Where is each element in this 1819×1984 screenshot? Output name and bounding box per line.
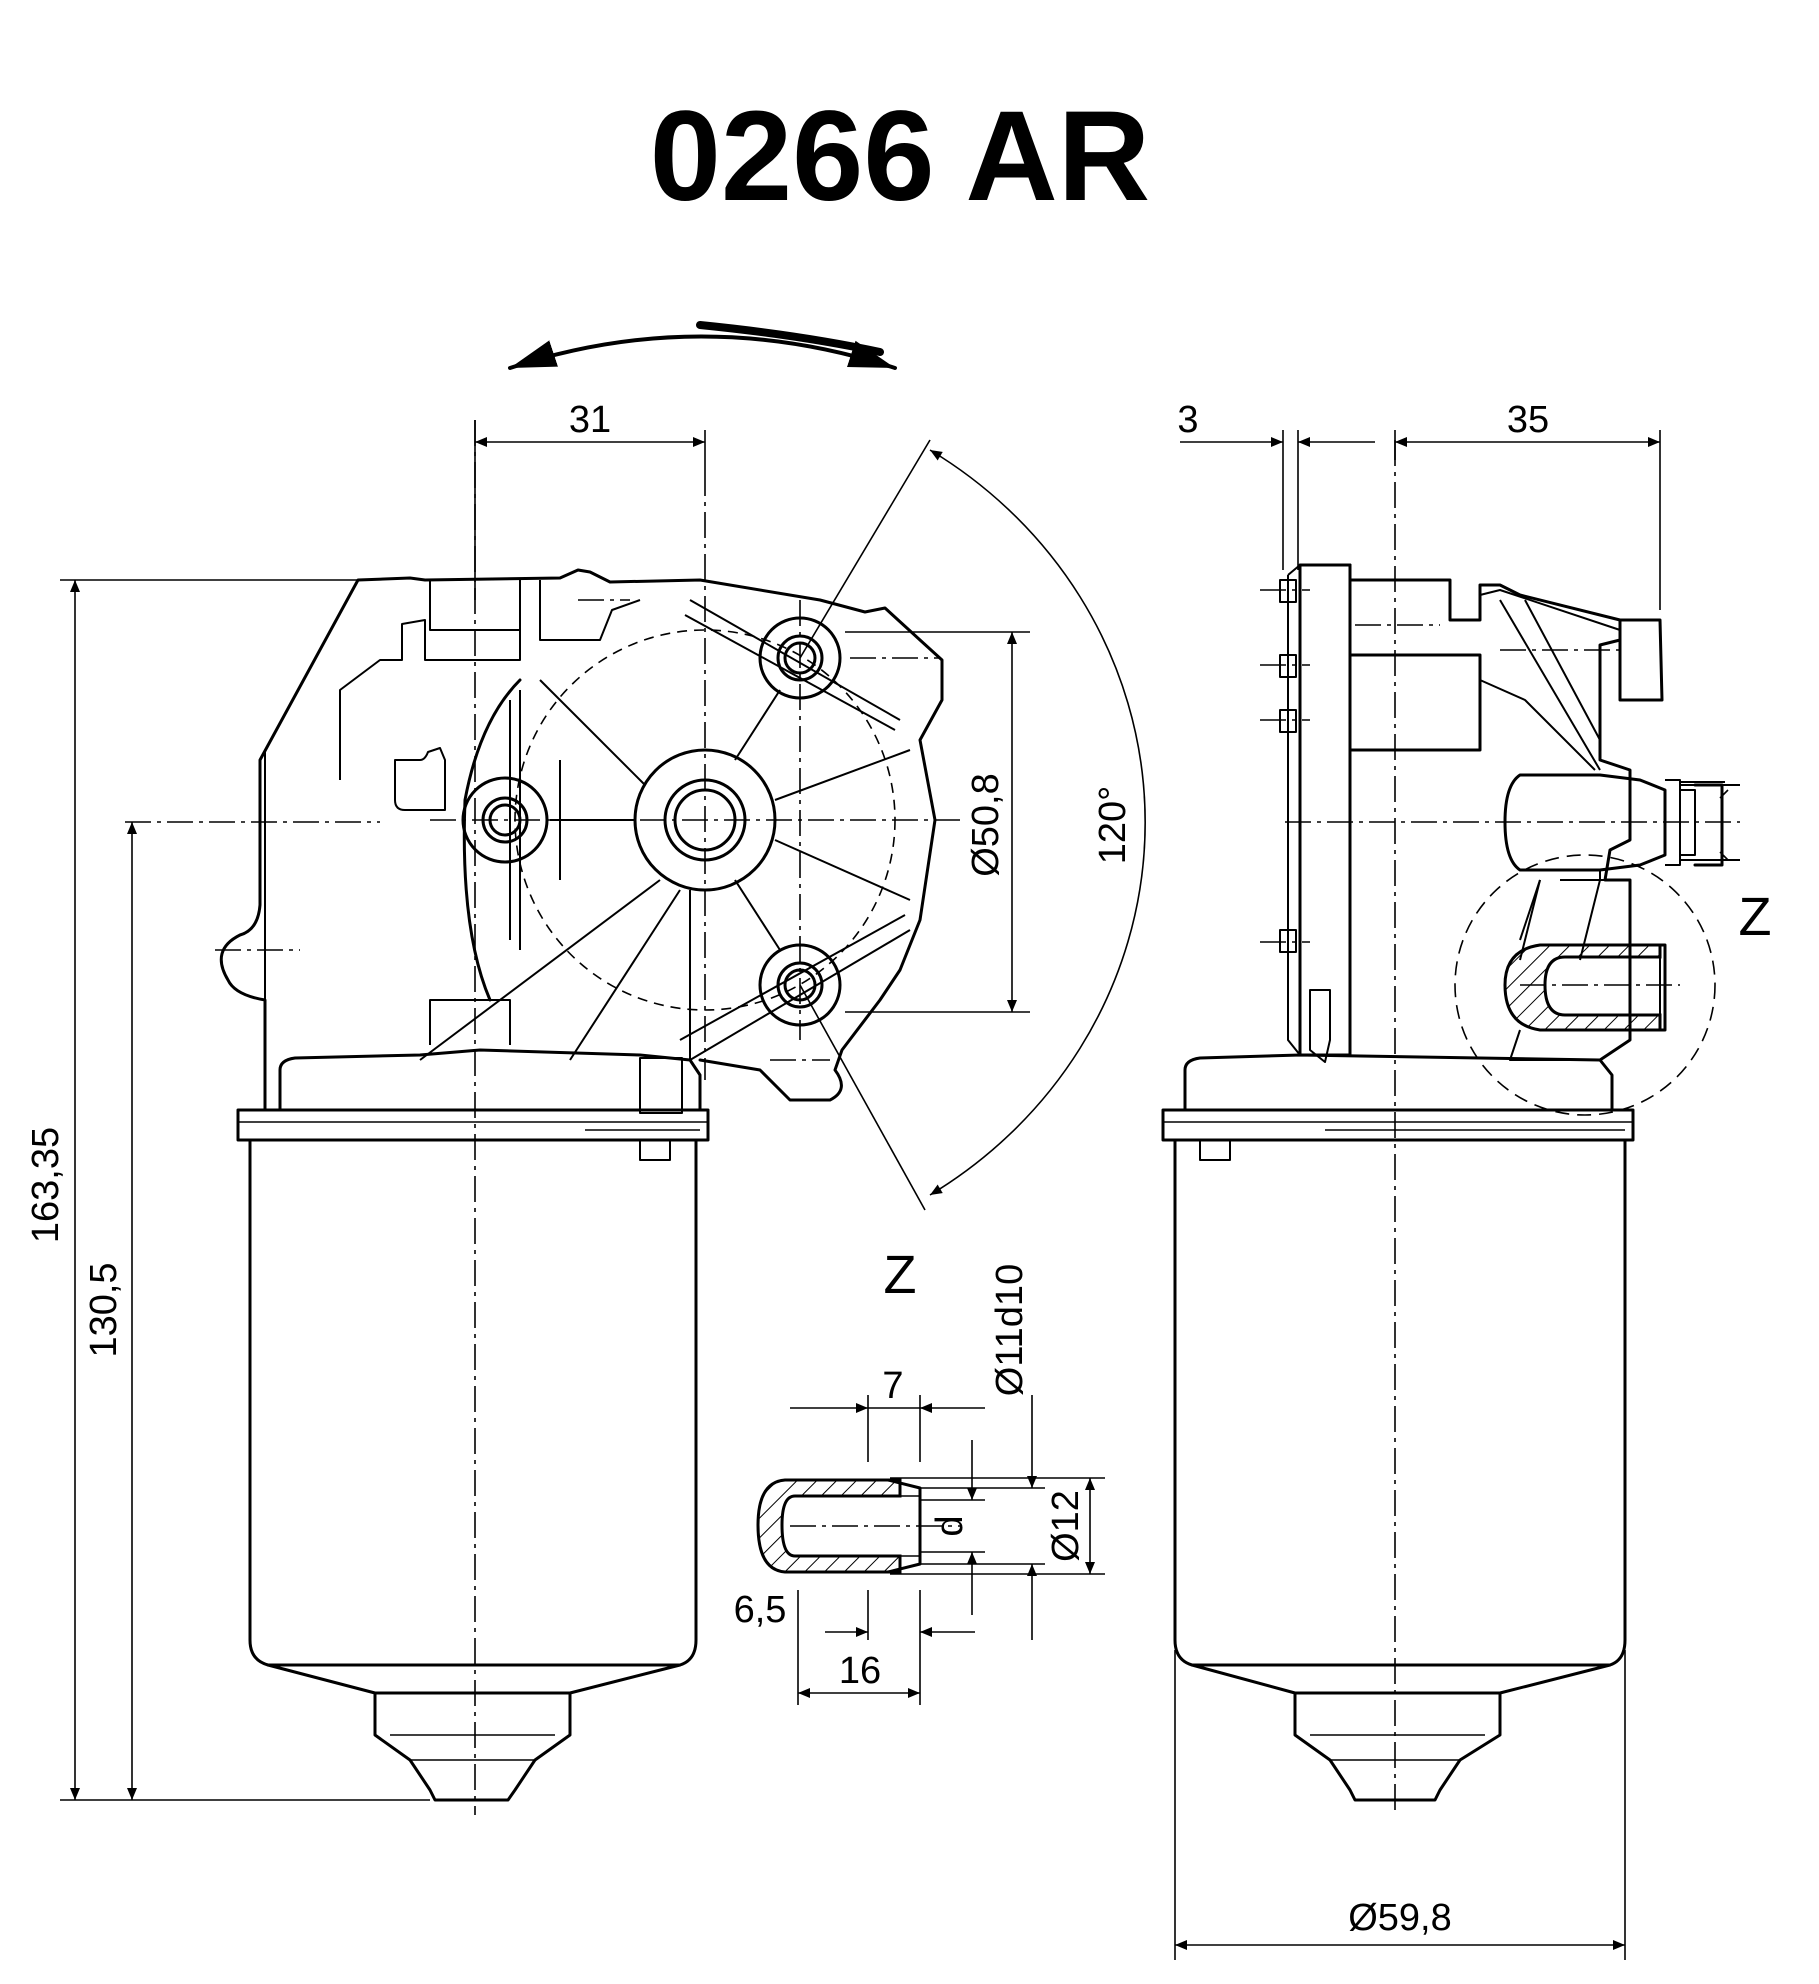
- dim-d: d: [929, 1515, 971, 1536]
- dim-16: 16: [839, 1650, 881, 1692]
- dim-dia-59-8: Ø59,8: [1348, 1897, 1452, 1939]
- dim-163-35: 163,35: [25, 1127, 67, 1243]
- side-dimensions: 3 35 Ø59,8: [1174, 399, 1661, 1960]
- dim-31: 31: [569, 399, 611, 441]
- dim-dia-50-8: Ø50,8: [965, 773, 1007, 877]
- dim-dia-11d10: Ø11d10: [989, 1264, 1031, 1396]
- dim-3: 3: [1177, 399, 1198, 441]
- dim-120-deg: 120°: [1092, 786, 1134, 865]
- detail-z-view: Z Ø11d10 d Ø12 7 6,5: [734, 1245, 1105, 1705]
- detail-marker-z: Z: [1739, 887, 1772, 947]
- rotation-arrow: [508, 321, 897, 370]
- dim-dia-12: Ø12: [1045, 1490, 1087, 1562]
- dim-7: 7: [882, 1365, 903, 1407]
- drawing-title: 0266 AR: [650, 85, 1150, 228]
- dim-6-5: 6,5: [734, 1589, 787, 1631]
- dim-130-5: 130,5: [83, 1262, 125, 1357]
- side-view: [1161, 440, 1740, 1815]
- front-dimensions: 31 Ø50,8 120° 163,35 130,5: [25, 399, 1146, 1801]
- dim-35: 35: [1507, 399, 1549, 441]
- front-view: [125, 420, 960, 1815]
- detail-view-title: Z: [884, 1245, 917, 1305]
